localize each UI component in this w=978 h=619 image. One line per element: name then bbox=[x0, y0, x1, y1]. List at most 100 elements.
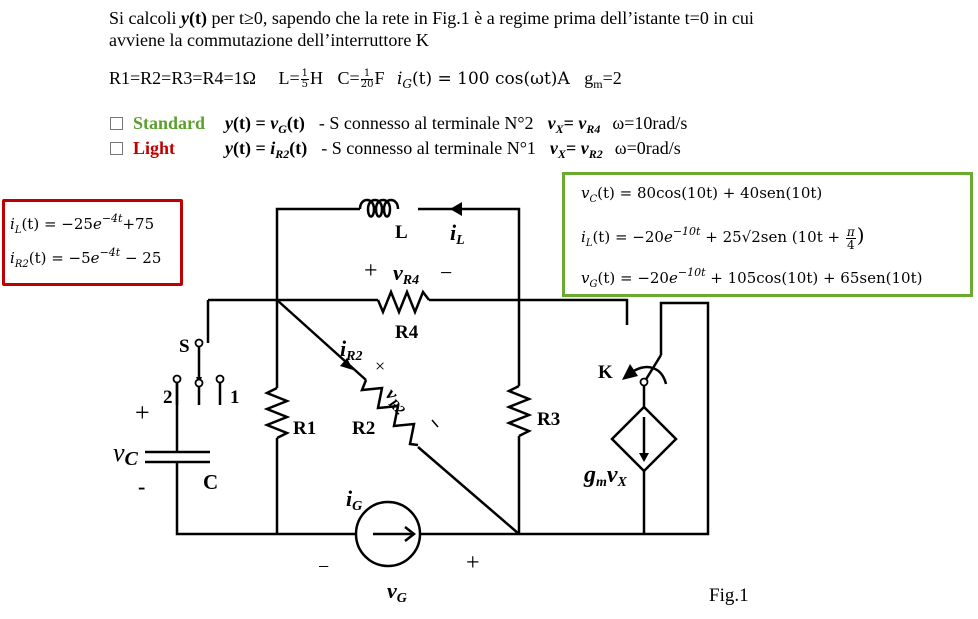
inductor-coil bbox=[358, 198, 400, 218]
eq-subscript: G bbox=[589, 279, 598, 290]
label-vc: vC bbox=[113, 438, 138, 471]
eq-close-paren: ) bbox=[856, 223, 865, 247]
standard-solution-box: vC(t) = 80cos(10t) + 40sen(10t) iL(t) = … bbox=[562, 172, 973, 297]
vG-subscript: G bbox=[396, 591, 407, 606]
problem-statement-line-1: Si calcoli y(t) per t≥0, sapendo che la … bbox=[109, 8, 754, 29]
standard-solution-eq-vG: vG(t) = −20e−10t + 105cos(10t) + 65sen(1… bbox=[581, 266, 922, 290]
vR4-symbol: v bbox=[393, 260, 403, 285]
wire-r4-row-right bbox=[429, 298, 629, 325]
label-vr4: vR4 bbox=[393, 260, 419, 289]
label-L: L bbox=[395, 222, 408, 243]
iG-expression: (t) = 100 cos(ωt)A bbox=[412, 69, 570, 89]
switch-k-pivot bbox=[639, 377, 649, 387]
label-C: C bbox=[203, 470, 219, 494]
C-denominator: 20 bbox=[360, 79, 374, 91]
label-R2: R2 bbox=[352, 418, 376, 439]
gm-subscript: m bbox=[593, 77, 603, 91]
resistor-values: R1=R2=R3=R4=1Ω bbox=[109, 68, 257, 88]
standard-label: Standard bbox=[133, 113, 206, 133]
eq-tail: + 105cos(10t) + 65sen(10t) bbox=[705, 269, 923, 287]
eq-e: e bbox=[663, 228, 673, 246]
eq-tail: − 25 bbox=[120, 249, 162, 267]
eq-coef: (t) = −5 bbox=[28, 249, 91, 267]
light-solution-eq-iR2: iR2(t) = −5e−4t − 25 bbox=[10, 246, 161, 270]
iG-subscript: G bbox=[352, 499, 363, 514]
standard-vx-rhs: v bbox=[578, 113, 587, 133]
vX-subscript: X bbox=[617, 475, 627, 490]
standard-solution-eq-vC: vC(t) = 80cos(10t) + 40sen(10t) bbox=[581, 184, 822, 205]
y-symbol: y bbox=[180, 8, 189, 28]
statement-text: Si calcoli bbox=[109, 8, 181, 28]
resistor-r1 bbox=[263, 386, 291, 440]
eq-symbol: v bbox=[581, 269, 590, 287]
label-vr2-plus-mark: × bbox=[375, 356, 386, 376]
eq-e: e bbox=[90, 249, 100, 267]
eq-symbol: v bbox=[581, 184, 590, 202]
C-numerator: 1 bbox=[360, 69, 374, 81]
light-y-def: y(t) = iR2(t) bbox=[225, 138, 308, 161]
problem-statement-line-2: avviene la commutazione dell’interruttor… bbox=[109, 30, 429, 50]
label-K: K bbox=[598, 362, 613, 383]
eq-exp: −10t bbox=[672, 225, 701, 238]
standard-checkbox[interactable] bbox=[110, 117, 123, 130]
L-label: L= bbox=[278, 68, 300, 88]
label-vG: vG bbox=[387, 578, 407, 607]
standard-vx-eq: = bbox=[563, 113, 579, 133]
eq-exp: −10t bbox=[677, 266, 706, 279]
standard-y-var: v bbox=[270, 113, 279, 133]
L-unit: H bbox=[310, 68, 324, 88]
light-vx-eq: = bbox=[565, 138, 581, 158]
vr2-minus-tick bbox=[431, 419, 439, 428]
figure-label: Fig.1 bbox=[709, 585, 749, 606]
vR4-subscript: R4 bbox=[402, 273, 420, 288]
statement-text-rest: per t≥0, sapendo che la rete in Fig.1 è … bbox=[206, 8, 754, 28]
iG-symbol: i bbox=[396, 69, 403, 89]
label-R4: R4 bbox=[395, 322, 419, 343]
C-label: C= bbox=[337, 68, 360, 88]
standard-y-end: (t) bbox=[286, 113, 305, 133]
standard-vx-lhs: v bbox=[547, 113, 556, 133]
eq-tail: + 25√2sen (10t + bbox=[700, 228, 845, 246]
light-checkbox[interactable] bbox=[110, 142, 123, 155]
eq-exp: −4t bbox=[99, 246, 121, 259]
transconductance-value: gm=2 bbox=[584, 68, 622, 91]
label-R1: R1 bbox=[293, 418, 317, 439]
eq-symbol: i bbox=[10, 249, 15, 267]
standard-y-sub: G bbox=[278, 122, 287, 136]
terminal-s-dot bbox=[194, 378, 204, 388]
light-solution-box: iL(t) = −25e−4t+75 iR2(t) = −5e−4t − 25 bbox=[2, 199, 183, 286]
terminal-s-dot-top bbox=[194, 338, 204, 348]
label-vc-plus: + bbox=[135, 398, 150, 427]
light-y-var: i bbox=[270, 138, 276, 158]
eq-symbol: i bbox=[581, 228, 586, 246]
eq-exp: −4t bbox=[101, 212, 123, 225]
C-unit: F bbox=[374, 68, 385, 88]
iL-symbol: i bbox=[450, 220, 457, 245]
standard-switch-text: - S connesso al terminale N°2 bbox=[318, 113, 534, 133]
ir2-current-arrow bbox=[340, 358, 353, 370]
pi-numerator: π bbox=[845, 224, 856, 239]
dependent-arrowhead bbox=[639, 453, 649, 462]
vG-symbol: v bbox=[387, 578, 397, 603]
light-vx-lhs: v bbox=[549, 138, 558, 158]
eq-tail: +75 bbox=[122, 215, 155, 233]
iG-subscript: G bbox=[402, 77, 412, 91]
label-vg-minus: − bbox=[318, 556, 330, 578]
terminal-2-dot bbox=[172, 374, 182, 384]
vC-subscript: C bbox=[124, 448, 138, 470]
wire-bottom bbox=[412, 301, 710, 536]
label-iG: iG bbox=[346, 486, 362, 515]
eq-e: e bbox=[92, 215, 102, 233]
terminal-1-dot bbox=[215, 374, 225, 384]
source-current-definition: iG(t) = 100 cos(ωt)A bbox=[396, 69, 570, 91]
wire-top-right bbox=[418, 207, 521, 300]
inductor-current-arrow bbox=[450, 202, 462, 216]
label-gm-vx: gmvX bbox=[584, 462, 627, 491]
